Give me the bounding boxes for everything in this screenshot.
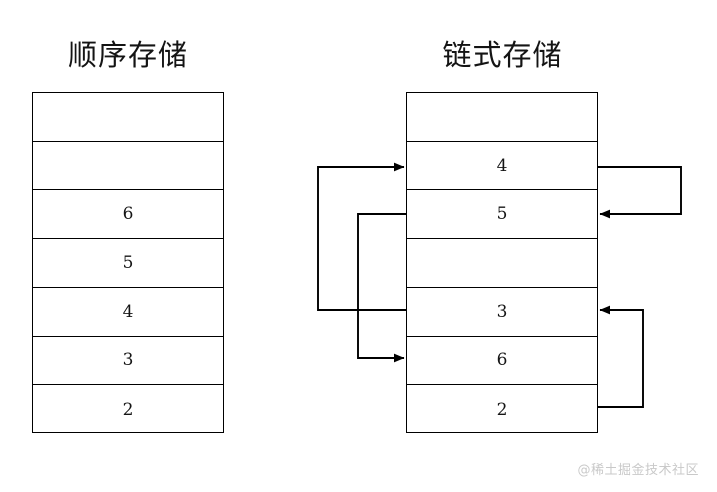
linked-storage-title: 链式存储 <box>442 38 563 72</box>
table-row <box>407 93 597 142</box>
sequential-storage-table: 6 5 4 3 2 <box>32 92 224 433</box>
watermark-text: @稀土掘金技术社区 <box>577 463 699 478</box>
table-row <box>33 93 223 142</box>
table-row: 4 <box>33 288 223 337</box>
connector-left-5-to-6 <box>357 213 406 363</box>
table-row: 2 <box>496 399 508 420</box>
table-row: 5 <box>407 190 597 240</box>
table-row: 4 <box>407 142 597 191</box>
connector-right-2-to-3 <box>598 305 644 408</box>
linked-storage-table: 4 5 3 6 2 <box>406 92 598 433</box>
connector-left-3-to-4 <box>317 162 406 311</box>
table-row: 6 <box>33 190 223 240</box>
table-row: 2 <box>122 399 134 420</box>
table-row <box>33 142 223 191</box>
table-row: 6 <box>407 337 597 386</box>
table-row: 3 <box>407 288 597 337</box>
sequential-storage-title: 顺序存储 <box>67 38 188 72</box>
table-row <box>407 239 597 288</box>
connector-right-4-to-5 <box>598 166 682 219</box>
table-row: 5 <box>33 239 223 288</box>
table-row: 3 <box>33 337 223 386</box>
